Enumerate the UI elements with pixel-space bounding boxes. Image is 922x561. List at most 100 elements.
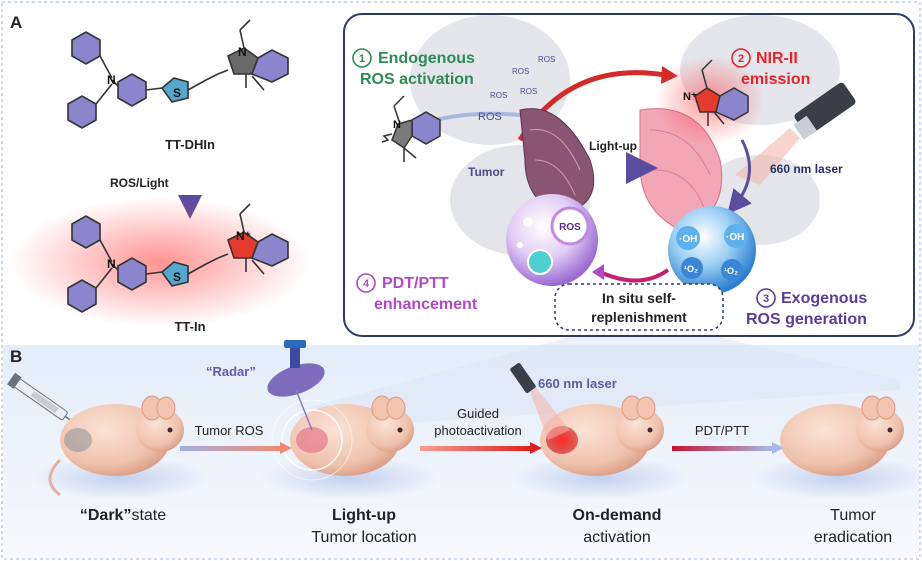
- arrow-guided-label1: Guided: [457, 406, 499, 421]
- arrow-pdt-ptt-head: [772, 442, 784, 454]
- tumor-left: [519, 108, 595, 216]
- tumor-label: Tumor: [468, 165, 505, 179]
- phenyl-ring: [67, 279, 97, 313]
- ros-bubble-small: [527, 249, 553, 275]
- svg-text:1: 1: [359, 53, 365, 65]
- arrow-tumor-ros-head: [280, 442, 292, 454]
- stage4-line1: Tumor: [830, 507, 876, 524]
- step3-line2: ROS generation: [746, 311, 867, 328]
- singlet-oxygen-label: ¹O₂: [724, 266, 738, 276]
- step3-badge: 3: [756, 288, 776, 308]
- molecule-top-label: TT-DHIn: [165, 137, 215, 152]
- ros-bubble-purple: [506, 194, 598, 286]
- panel-b-label: B: [10, 347, 22, 366]
- laser-label: 660 nm laser: [770, 162, 843, 176]
- step3-line1: Exogenous: [781, 290, 867, 307]
- stage3-line1: On-demand: [573, 507, 662, 524]
- step4-line1: PDT/PTT: [382, 275, 449, 292]
- singlet-oxygen-label: ¹O₂: [684, 264, 698, 274]
- replenishment-line2: replenishment: [591, 309, 687, 325]
- indolium-6ring: [250, 233, 289, 267]
- phenyl-ring: [71, 215, 101, 249]
- step1-line1: Endogenous: [378, 50, 475, 67]
- replenishment-arrowhead: [592, 264, 604, 280]
- atom-label-n: N: [393, 119, 401, 131]
- light-up-label: Light-up: [589, 139, 637, 153]
- arrow-tumor-ros-label: Tumor ROS: [195, 423, 264, 438]
- ros-bubble-small: [523, 217, 533, 227]
- atom-label-n: N: [107, 257, 116, 271]
- oh-label: ·OH: [726, 232, 744, 243]
- panel-b-light-beam: [300, 318, 900, 430]
- panel-a-label: A: [10, 13, 22, 32]
- arrow-pdt-ptt-label: PDT/PTT: [695, 423, 749, 438]
- atom-label-n: N: [107, 73, 116, 87]
- stage1-rest: state: [131, 507, 166, 524]
- laser-device: [735, 82, 856, 185]
- step1-badge: 1: [352, 48, 372, 68]
- svg-text:ROS: ROS: [490, 91, 507, 100]
- svg-text:4: 4: [363, 278, 370, 290]
- stage2-line1: Light-up: [332, 507, 396, 524]
- replenishment-arrow: [599, 268, 670, 283]
- ros-light-label: ROS/Light: [110, 176, 169, 190]
- ros-bubble-inner: [550, 206, 590, 246]
- laser-device-b: [510, 363, 570, 440]
- atom-label-n: N: [238, 45, 247, 59]
- svg-text:2: 2: [738, 53, 744, 65]
- mouse-eradication: [780, 395, 904, 476]
- atom-label-n-plus: N⁺: [683, 91, 697, 103]
- indolium-fragment-right: [694, 59, 749, 126]
- oh-label: ·OH: [679, 234, 697, 245]
- ros-bubble-label: ROS: [559, 222, 581, 233]
- indole-6ring: [250, 49, 289, 83]
- arrow-tumor-ros: [180, 446, 280, 451]
- phenyl-ring: [71, 31, 101, 65]
- radar-icon: [267, 340, 325, 431]
- laser-label-b: 660 nm laser: [538, 376, 617, 391]
- replenishment-box: [554, 283, 724, 331]
- oh-radicals: ·OH ·OH ¹O₂ ¹O₂: [676, 224, 748, 281]
- mouse-dark-state: [48, 395, 184, 497]
- indole-fragment-left: [381, 95, 441, 162]
- step2-line2: emission: [741, 71, 810, 88]
- ros-bubble-small: [517, 242, 523, 248]
- mouse-light-up: [271, 395, 414, 481]
- phenyl-ring: [117, 257, 147, 291]
- arrow-guided-label2: photoactivation: [434, 423, 521, 438]
- phenyl-ring: [67, 95, 97, 129]
- syringe-icon: [7, 372, 82, 429]
- atom-label-s: S: [173, 270, 181, 284]
- step2-badge: 2: [731, 48, 751, 68]
- step4-line2: enhancement: [374, 296, 478, 313]
- stage3-line2: activation: [583, 529, 651, 546]
- svg-text:3: 3: [763, 293, 769, 305]
- arrow-guided-head: [530, 442, 542, 454]
- ros-generation-arrow: [727, 139, 752, 215]
- step4-badge: 4: [356, 273, 376, 293]
- svg-text:ROS: ROS: [512, 67, 529, 76]
- ros-bubble-blue: [668, 206, 756, 294]
- mouse-shadow: [30, 456, 210, 500]
- stage1-bold: “Dark”: [80, 507, 132, 524]
- mouse-on-demand: [540, 395, 664, 476]
- atom-label-n-plus: N⁺: [236, 229, 251, 243]
- step2-line1: NIR-II: [756, 50, 798, 67]
- stage1-label: “Dark”state: [80, 507, 166, 524]
- mouse-shadow: [260, 456, 440, 500]
- svg-text:ROS: ROS: [520, 87, 537, 96]
- ros-scatter: ROS ROS ROS ROS: [490, 55, 555, 100]
- stage4-line2: eradication: [814, 529, 892, 546]
- mouse-shadow: [510, 456, 690, 500]
- molecule-tt-in: N S N⁺: [10, 197, 310, 327]
- arrow-pdt-ptt: [672, 446, 772, 451]
- stage2-line2: Tumor location: [311, 529, 416, 546]
- molecule-bottom-label: TT-In: [174, 319, 205, 334]
- radar-label: “Radar”: [206, 364, 256, 379]
- ros-label: ROS: [478, 111, 502, 123]
- arrow-guided: [420, 446, 530, 451]
- phenyl-ring: [117, 73, 147, 107]
- mouse-shadow: [750, 456, 922, 500]
- replenishment-line1: In situ self-: [602, 290, 676, 306]
